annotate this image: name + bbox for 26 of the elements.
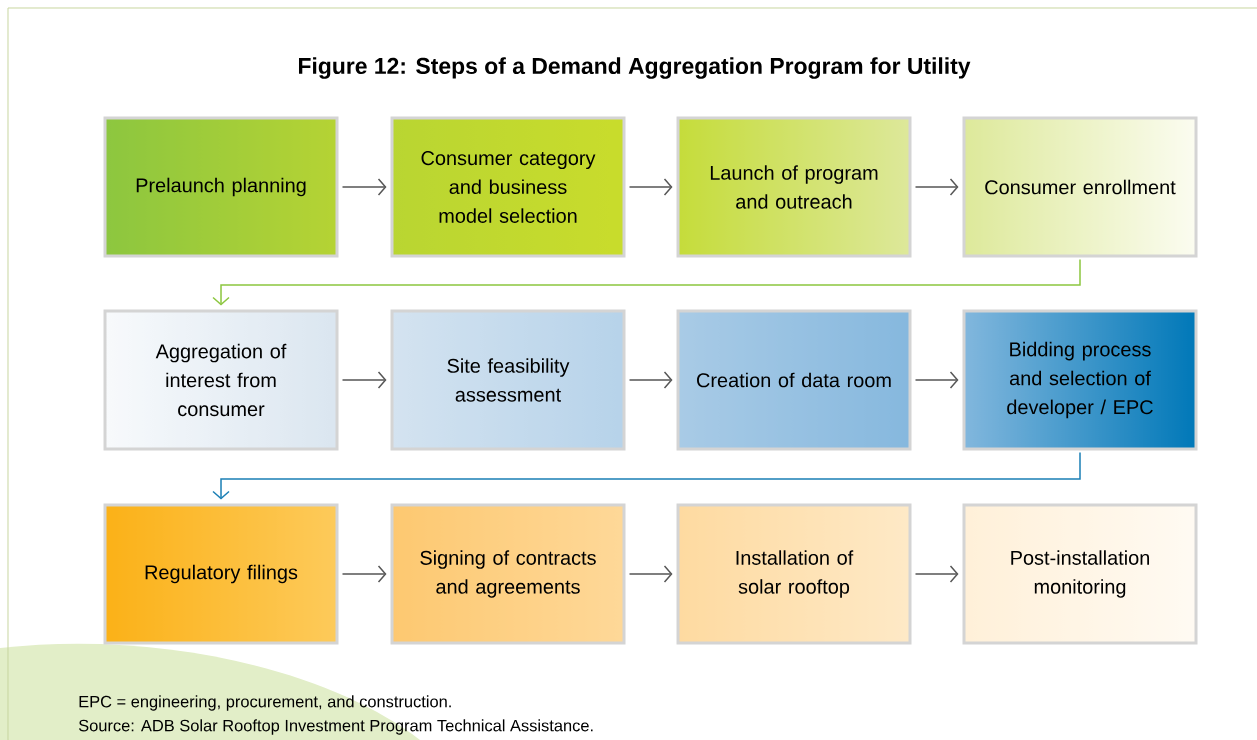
process-box: Consumer category and business model selection bbox=[390, 116, 626, 258]
arrow bbox=[212, 451, 1081, 500]
process-box: Consumer enrollment bbox=[962, 116, 1198, 258]
process-box: Launch of program and outreach bbox=[676, 116, 912, 258]
process-box: Creation of data room bbox=[676, 309, 912, 451]
process-box: Site feasibility assessment bbox=[390, 309, 626, 451]
footnote: EPC = engineering, procurement, and construction. bbox=[79, 695, 451, 711]
process-box: Signing of contracts and agreements bbox=[390, 503, 626, 645]
arrow bbox=[628, 178, 673, 196]
process-box: Regulatory filings bbox=[103, 503, 339, 645]
arrow bbox=[914, 371, 959, 389]
arrow bbox=[341, 371, 387, 389]
arrow bbox=[914, 565, 959, 583]
arrow bbox=[212, 258, 1081, 306]
process-box: Installation of solar rooftop bbox=[676, 503, 912, 645]
arrow bbox=[341, 565, 387, 583]
arrow bbox=[628, 371, 673, 389]
footnote: Source: ADB Solar Rooftop Investment Program Technical Assistance. bbox=[78, 719, 593, 735]
title: Figure 12: Steps of a Demand Aggregation Program for Utility bbox=[299, 57, 971, 79]
arrow bbox=[914, 178, 959, 196]
process-box: Prelaunch planning bbox=[103, 116, 339, 258]
process-box: Aggregation of interest from consumer bbox=[103, 309, 339, 451]
process-box: Post-installation monitoring bbox=[962, 503, 1198, 645]
arrow bbox=[341, 178, 387, 196]
process-box: Bidding process and selection of developer / EPC bbox=[962, 309, 1198, 451]
arrow bbox=[628, 565, 673, 583]
